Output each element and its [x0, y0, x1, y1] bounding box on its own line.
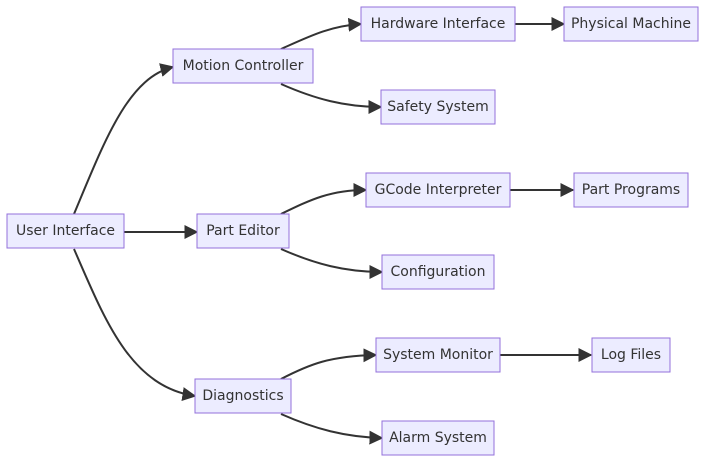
node-label: System Monitor	[383, 347, 493, 363]
node-physical-machine[interactable]: Physical Machine	[563, 6, 699, 42]
edge-part-editor-to-configuration	[280, 248, 384, 279]
node-safety-system[interactable]: Safety System	[380, 89, 496, 125]
node-system-monitor[interactable]: System Monitor	[375, 337, 501, 373]
nodes-layer: User Interface Motion Controller Part Ed…	[6, 6, 699, 456]
node-label: Hardware Interface	[371, 16, 506, 32]
node-log-files[interactable]: Log Files	[591, 337, 671, 373]
node-user-interface[interactable]: User Interface	[6, 213, 125, 249]
node-label: User Interface	[16, 223, 115, 239]
edges-layer	[73, 17, 593, 445]
node-part-editor[interactable]: Part Editor	[196, 213, 290, 249]
node-gcode-interpreter[interactable]: GCode Interpreter	[365, 172, 511, 208]
edge-part-editor-to-gcode-interpreter	[280, 183, 368, 215]
node-hardware-interface[interactable]: Hardware Interface	[360, 6, 516, 42]
node-configuration[interactable]: Configuration	[381, 254, 495, 290]
node-label: Alarm System	[389, 430, 487, 446]
node-label: Configuration	[391, 264, 486, 280]
node-label: Diagnostics	[202, 388, 283, 404]
node-label: Physical Machine	[571, 16, 691, 32]
node-alarm-system[interactable]: Alarm System	[381, 420, 495, 456]
edge-user-interface-to-diagnostics	[73, 248, 197, 401]
node-label: GCode Interpreter	[375, 182, 502, 198]
node-label: Part Editor	[206, 223, 280, 239]
node-part-programs[interactable]: Part Programs	[573, 172, 689, 208]
node-label: Motion Controller	[183, 58, 304, 74]
node-label: Log Files	[601, 347, 661, 363]
edge-diagnostics-to-alarm-system	[280, 413, 384, 445]
edge-diagnostics-to-system-monitor	[280, 348, 378, 380]
node-label: Safety System	[387, 99, 488, 115]
edge-motion-controller-to-safety-system	[280, 83, 383, 114]
node-diagnostics[interactable]: Diagnostics	[194, 378, 292, 414]
edge-motion-controller-to-hardware-interface	[280, 17, 363, 50]
edge-user-interface-to-motion-controller	[73, 63, 175, 215]
node-label: Part Programs	[582, 182, 680, 198]
node-motion-controller[interactable]: Motion Controller	[172, 48, 314, 84]
